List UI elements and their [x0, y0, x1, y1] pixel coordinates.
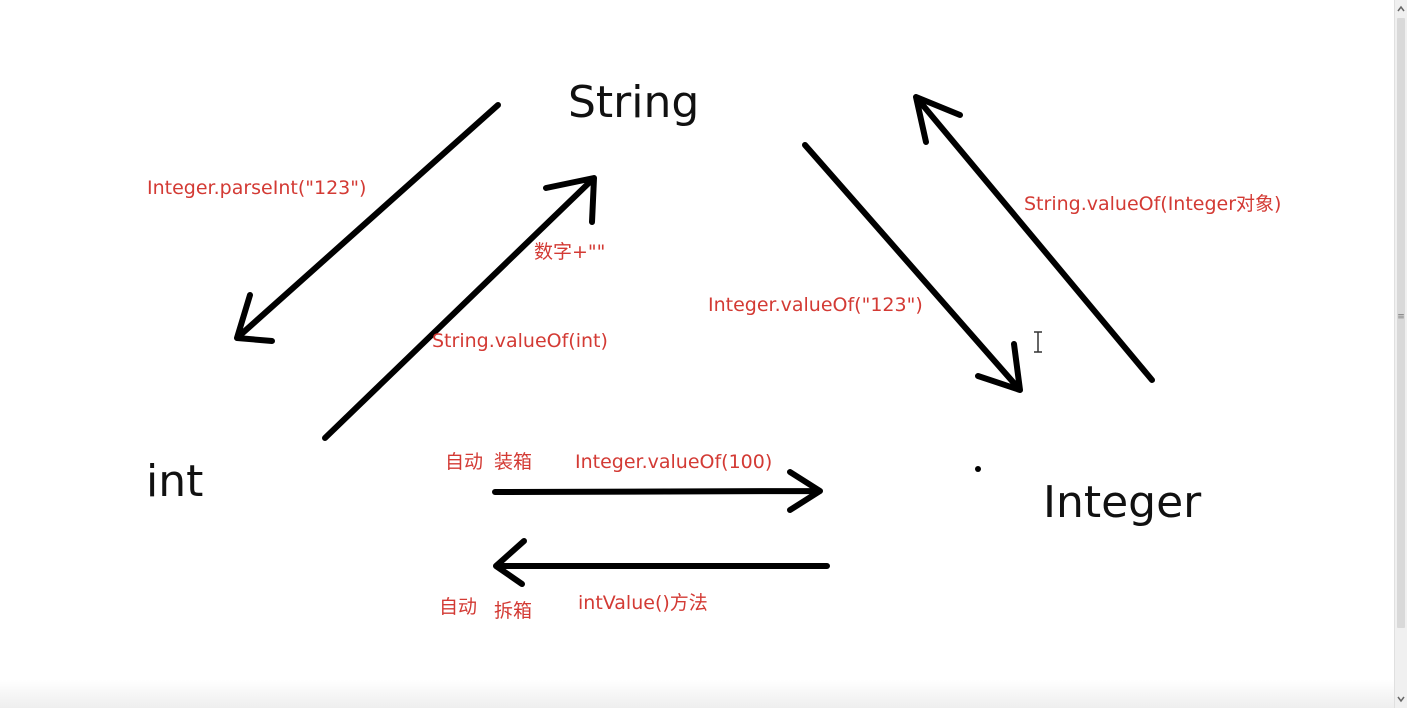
label-unboxing: 拆箱	[494, 600, 533, 622]
stray-dot	[975, 466, 981, 472]
arrow-string-to-integer	[802, 142, 1023, 393]
scrollbar-thumb[interactable]	[1397, 18, 1405, 628]
arrow-up-icon[interactable]	[1395, 0, 1407, 18]
arrow-down-icon[interactable]	[1395, 690, 1407, 708]
arrow-unboxing	[493, 538, 830, 587]
label-int-value-method: intValue()方法	[578, 592, 708, 614]
node-integer: Integer	[1043, 477, 1202, 528]
vertical-scrollbar[interactable]: ≡	[1394, 0, 1407, 708]
label-string-value-of-int: String.valueOf(int)	[432, 330, 608, 352]
label-boxing: 装箱	[494, 451, 533, 473]
label-string-value-of-integer: String.valueOf(Integer对象)	[1024, 193, 1282, 215]
node-int: int	[146, 456, 204, 507]
bottom-bar	[0, 680, 1395, 708]
label-integer-value-of-123: Integer.valueOf("123")	[708, 294, 923, 316]
label-integer-value-of-100: Integer.valueOf(100)	[575, 451, 773, 473]
label-parse-int: Integer.parseInt("123")	[147, 177, 367, 199]
text-cursor-icon	[1034, 331, 1042, 353]
label-auto-unboxing: 自动	[439, 596, 478, 618]
arrow-int-to-string	[322, 175, 597, 441]
node-string: String	[568, 77, 700, 128]
arrow-integer-to-string	[913, 94, 1155, 383]
scroll-grip-icon: ≡	[1397, 312, 1405, 322]
arrow-boxing	[492, 469, 823, 513]
label-number-plus-empty: 数字+""	[534, 241, 606, 263]
label-auto-boxing: 自动	[445, 451, 484, 473]
arrow-string-to-int	[234, 102, 501, 344]
